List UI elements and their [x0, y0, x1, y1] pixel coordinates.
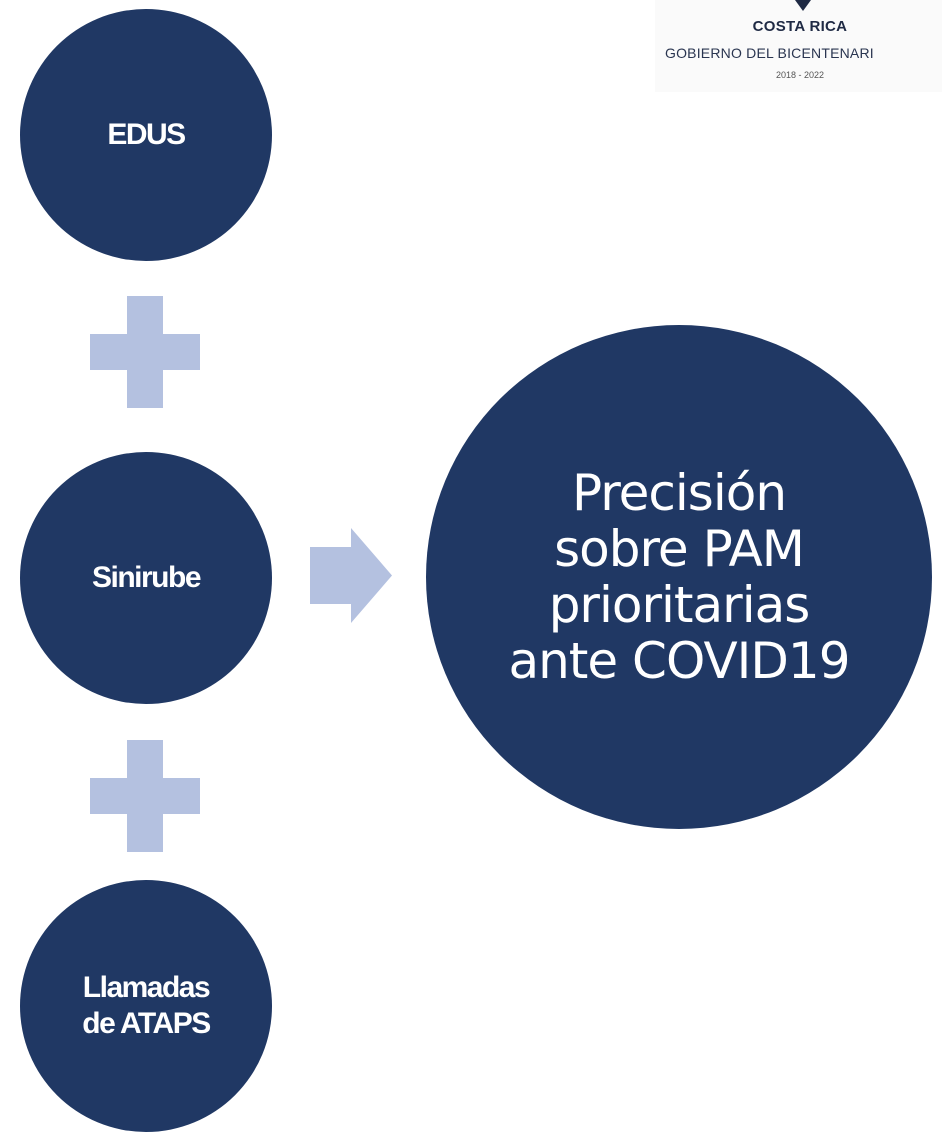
logo-country: COSTA RICA: [752, 18, 848, 35]
government-logo: COSTA RICA GOBIERNO DEL BICENTENARI 2018…: [655, 0, 942, 92]
source-circle-llamadas: Llamadas de ATAPS: [20, 880, 272, 1132]
source-label: Sinirube: [91, 561, 202, 594]
shield-mark-icon: [795, 0, 811, 11]
result-line-4: ante COVID19: [508, 632, 850, 690]
arrow-right-icon: [310, 528, 392, 623]
source-circle-sinirube: Sinirube: [20, 452, 272, 704]
plus-icon: [90, 740, 200, 852]
result-circle: Precisión sobre PAM prioritarias ante CO…: [426, 325, 932, 829]
source-circle-edus: EDUS: [20, 9, 272, 261]
logo-years: 2018 - 2022: [775, 70, 825, 80]
source-label-line1: Llamadas: [82, 971, 211, 1004]
result-line-3: prioritarias: [548, 576, 811, 634]
logo-government: GOBIERNO DEL BICENTENARI: [665, 45, 874, 61]
result-line-1: Precisión: [571, 464, 787, 522]
source-label: EDUS: [107, 118, 186, 151]
source-label-line2: de ATAPS: [82, 1007, 211, 1040]
plus-icon: [90, 296, 200, 408]
result-line-2: sobre PAM: [554, 520, 805, 578]
